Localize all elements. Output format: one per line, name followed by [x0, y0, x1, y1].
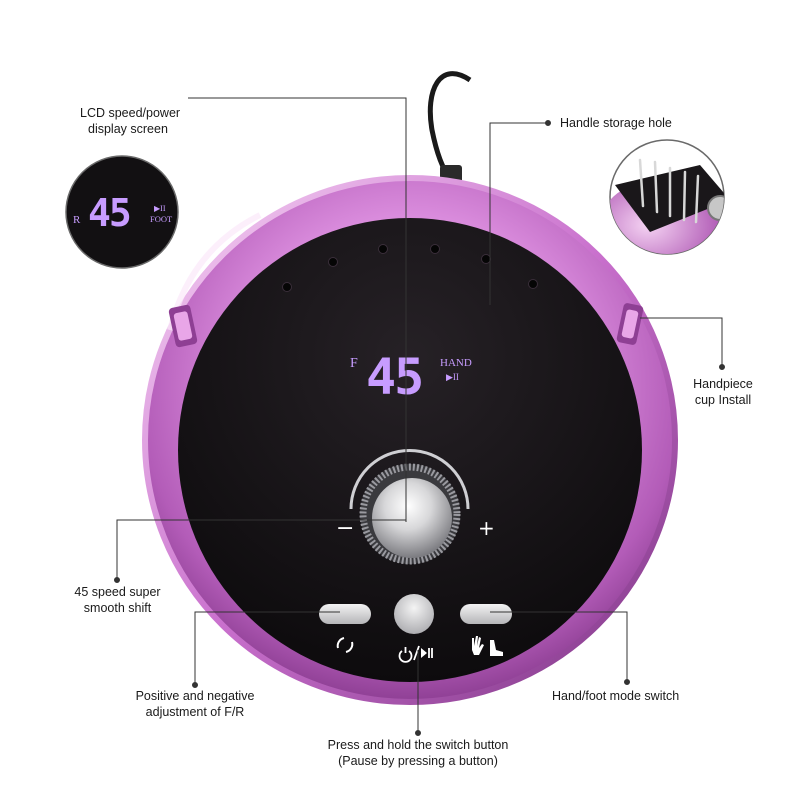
- callout-lcd: LCD speed/power display screen: [80, 105, 180, 137]
- lcd-speed-value: 45: [366, 348, 422, 406]
- knob-plus-label: +: [478, 516, 495, 540]
- lcd-play-pause-indicator: ▶II: [446, 372, 459, 382]
- callout-power-line1: Press and hold the switch button: [327, 738, 509, 752]
- callout-lcd-line2: display screen: [88, 122, 168, 136]
- callout-speed: 45 speed super smooth shift: [65, 584, 170, 616]
- storage-inset: [609, 139, 725, 255]
- callout-cup-line2: cup Install: [694, 393, 752, 407]
- handpiece-cup-left: [168, 304, 198, 348]
- callout-speed-line1: 45 speed super: [74, 585, 161, 599]
- lcd-mode-label: HAND: [440, 357, 472, 369]
- callout-lcd-line1: LCD speed/power: [80, 106, 181, 120]
- knob-minus-label: −: [336, 516, 354, 541]
- handpiece-cup-right: [616, 303, 644, 345]
- callout-cup: Handpiece cup Install: [683, 376, 763, 408]
- power-play-pause-icon: [398, 645, 433, 663]
- callout-fr-line2: adjustment of F/R: [145, 705, 245, 719]
- mode-button[interactable]: [460, 604, 512, 624]
- main-lcd: F 45 HAND ▶II: [350, 348, 472, 406]
- power-button[interactable]: [394, 594, 434, 634]
- callout-fr-line1: Positive and negative: [135, 689, 255, 703]
- inset-mode-label: FOOT: [150, 214, 173, 224]
- lcd-direction-label: F: [350, 356, 358, 371]
- callout-storage-line1: Handle storage hole: [560, 116, 672, 130]
- power-cord: [427, 71, 472, 180]
- inset-play-pause: ▶II: [154, 204, 166, 213]
- hand-foot-icon: [472, 636, 503, 656]
- lcd-inset: R 45 ▶II FOOT: [65, 155, 179, 269]
- reverse-arrows-icon: [336, 637, 354, 653]
- fr-button[interactable]: [319, 604, 371, 624]
- speed-knob[interactable]: [359, 463, 461, 565]
- callout-mode: Hand/foot mode switch: [552, 688, 679, 704]
- inset-speed-value: 45: [88, 191, 130, 235]
- callout-power: Press and hold the switch button (Pause …: [305, 737, 531, 769]
- callout-lines: [114, 97, 725, 736]
- callout-mode-line1: Hand/foot mode switch: [552, 689, 680, 703]
- callout-power-line2: (Pause by pressing a button): [338, 754, 498, 768]
- callout-fr: Positive and negative adjustment of F/R: [120, 688, 270, 720]
- storage-holes: [282, 244, 538, 292]
- callout-cup-line1: Handpiece: [693, 377, 753, 391]
- speed-scale-arc: [349, 449, 470, 510]
- callout-storage: Handle storage hole: [560, 115, 672, 131]
- inset-direction-label: R: [73, 214, 81, 226]
- callout-speed-line2: smooth shift: [83, 601, 152, 615]
